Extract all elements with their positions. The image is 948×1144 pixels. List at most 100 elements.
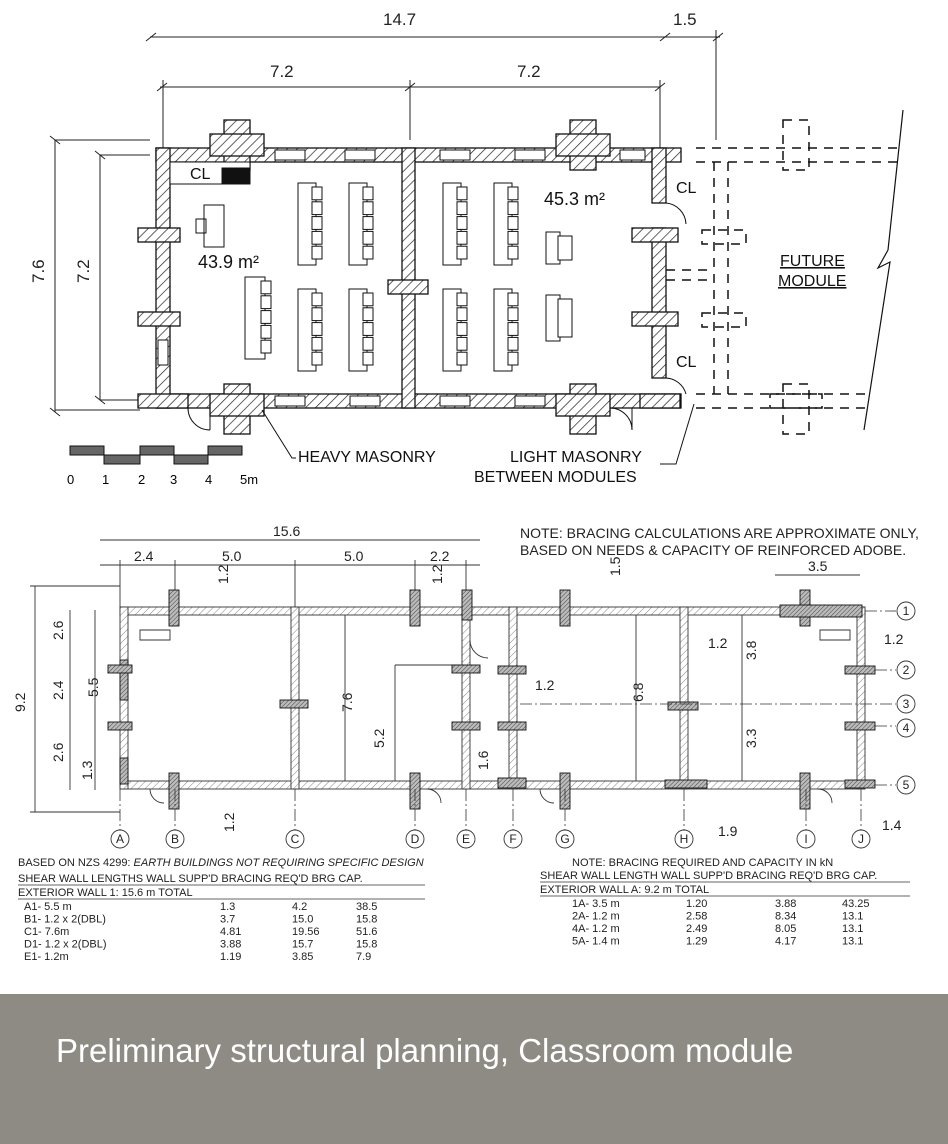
table-cell: 1.20 [686, 898, 707, 910]
bracing-note-1: NOTE: BRACING CALCULATIONS ARE APPROXIMA… [520, 525, 919, 541]
grid-bubble-number: 4 [896, 718, 916, 738]
grid-bubble-letter: H [674, 829, 694, 849]
scale-label: 4 [205, 472, 212, 487]
table-cell: 1A- 3.5 m [572, 898, 620, 910]
dim-v-low: 1.3 [79, 760, 95, 780]
dim-seg-4: 2.2 [430, 548, 450, 564]
grid-bubble-letter: G [555, 829, 575, 849]
grid-bubble-letter: J [851, 829, 871, 849]
grid-bubble-letter: B [165, 829, 185, 849]
svg-text:G: G [560, 832, 569, 846]
grid-bubble-number: 3 [896, 694, 916, 714]
table-cell: A1- 5.5 m [24, 901, 72, 913]
desk-group [442, 182, 468, 266]
table-cell: 43.25 [842, 898, 870, 910]
desk-groups [244, 182, 573, 372]
future-module-label-2: MODULE [778, 273, 846, 290]
caption-text: Preliminary structural planning, Classro… [56, 1032, 794, 1069]
svg-text:H: H [680, 832, 689, 846]
table-cell: 1.29 [686, 936, 707, 948]
shear-walls [107, 589, 876, 810]
room-left-area: 43.9 m² [198, 252, 259, 272]
scale-label: 2 [138, 472, 145, 487]
closet-left [169, 161, 251, 248]
table-cell: 3.88 [220, 939, 241, 951]
dim-w14: 1.4 [882, 817, 902, 833]
table-cell: 2.58 [686, 911, 707, 923]
callout-leaders [261, 403, 695, 465]
desk-group [297, 182, 323, 266]
svg-text:J: J [858, 832, 864, 846]
bracing-dimension-lines [30, 539, 860, 813]
table-cell: 4.17 [775, 936, 796, 948]
dim-future-width: 1.5 [673, 10, 697, 29]
classroom-floor-plan: 14.7 1.5 7.2 7.2 7.6 7.2 [29, 10, 904, 487]
dim-r33: 3.3 [743, 728, 759, 748]
table-cell: E1- 1.2m [24, 951, 69, 963]
dim-inner-68: 6.8 [630, 682, 646, 702]
callout-light-masonry-1: LIGHT MASONRY [510, 449, 642, 466]
dim-seg-3: 5.0 [344, 548, 364, 564]
dim-room-h: 7.6 [339, 692, 355, 712]
table-cell: 2A- 1.2 m [572, 911, 620, 923]
grid-bubble-letter: I [796, 829, 816, 849]
break-line [863, 109, 904, 431]
bracing-note-2: BASED ON NEEDS & CAPACITY OF REINFORCED … [520, 542, 906, 558]
svg-text:1: 1 [903, 604, 910, 618]
dim-w12b: 1.2 [429, 564, 445, 584]
dim-right-top: 3.5 [808, 558, 828, 574]
grid-bubble-letter: E [456, 829, 476, 849]
windows [157, 149, 646, 407]
table-cell: 2.49 [686, 923, 707, 935]
future-module-outline [666, 119, 900, 435]
dim-outer-height: 7.6 [29, 259, 48, 283]
scale-label: 5m [240, 472, 258, 487]
dim-inner-height: 7.2 [74, 259, 93, 283]
dim-v-mid: 5.5 [85, 677, 101, 697]
dim-w12d: 1.2 [708, 635, 728, 651]
scale-labels: 0 1 2 3 4 5m [67, 472, 258, 487]
table-cell: 15.8 [356, 939, 377, 951]
table-cell: 13.1 [842, 911, 863, 923]
desk-group [348, 288, 374, 372]
table-cell: 13.1 [842, 936, 863, 948]
dim-total-width: 14.7 [383, 10, 416, 29]
table-cell: 8.05 [775, 923, 796, 935]
table-cell: 1.3 [220, 901, 235, 913]
dim-w12e: 1.2 [221, 812, 237, 832]
desk-group [545, 231, 573, 265]
svg-text:E: E [462, 832, 470, 846]
dim-inner-52: 5.2 [371, 728, 387, 748]
table-left-heading: BASED ON NZS 4299: EARTH BUILDINGS NOT R… [18, 857, 424, 869]
desk-group [297, 288, 323, 372]
table-cell: 4.81 [220, 926, 241, 938]
desk-group [545, 294, 573, 342]
grid-bubble-letter: F [503, 829, 523, 849]
svg-text:2: 2 [903, 663, 910, 677]
dim-w12c: 1.2 [535, 677, 555, 693]
future-module-label-1: FUTURE [780, 253, 845, 270]
table-cell: 7.9 [356, 951, 371, 963]
scale-label: 3 [170, 472, 177, 487]
table-cell: 15.0 [292, 914, 313, 926]
scale-label: 0 [67, 472, 74, 487]
dim-w12f: 1.2 [884, 631, 904, 647]
table-cell: 13.1 [842, 923, 863, 935]
table-cell: 15.7 [292, 939, 313, 951]
svg-text:B: B [171, 832, 179, 846]
desk-group [442, 288, 468, 372]
table-right-col-header: SHEAR WALL LENGTH WALL SUPP'D BRACING RE… [540, 870, 877, 882]
callout-heavy-masonry: HEAVY MASONRY [298, 449, 436, 466]
dim-v1: 2.6 [50, 620, 66, 640]
dim-v3: 2.6 [50, 742, 66, 762]
svg-text:5: 5 [903, 778, 910, 792]
